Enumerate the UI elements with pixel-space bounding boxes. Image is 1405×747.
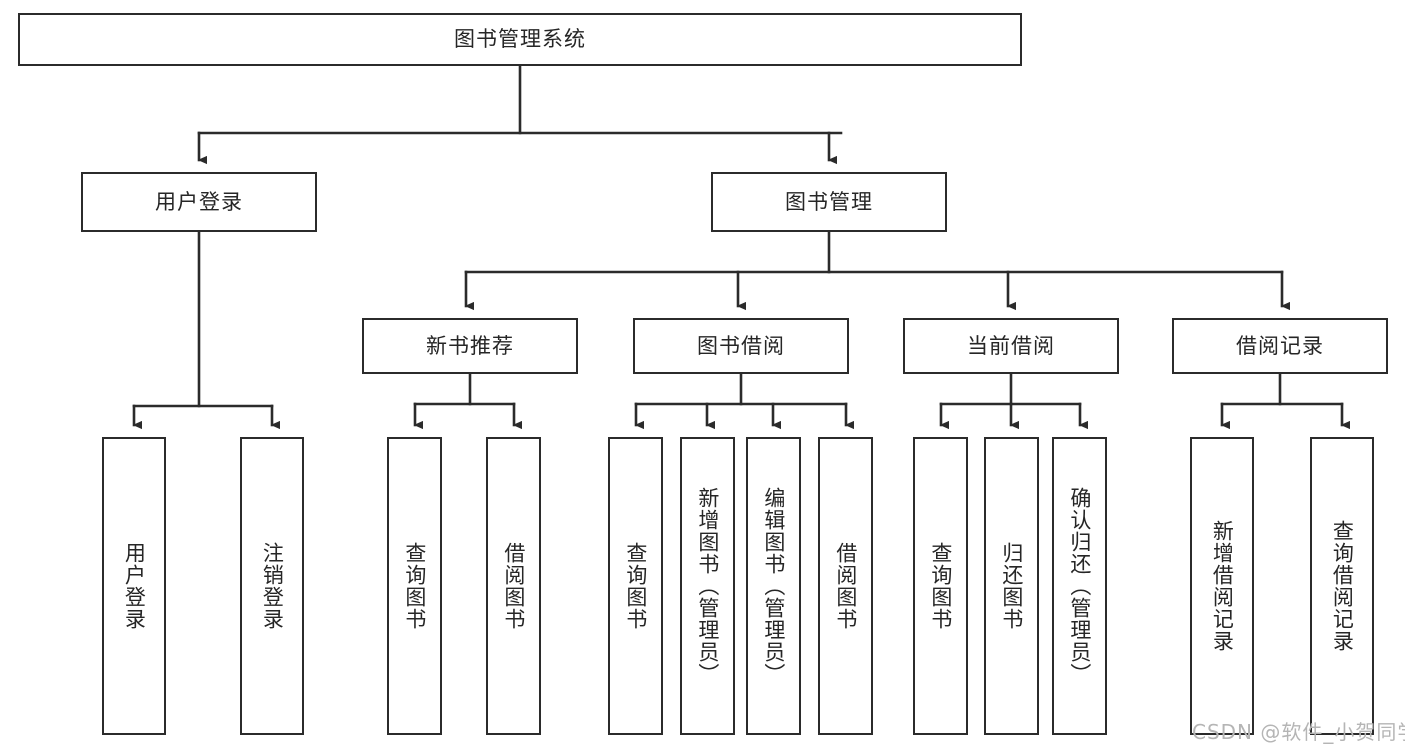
leaf-return-book[interactable]: 归还图书 xyxy=(984,437,1039,735)
node-current-borrow[interactable]: 当前借阅 xyxy=(903,318,1119,374)
leaf-confirm-return-label: 确认归还（管理员） xyxy=(1067,487,1092,685)
node-current-borrow-label: 当前借阅 xyxy=(967,333,1055,358)
leaf-add-record[interactable]: 新增借阅记录 xyxy=(1190,437,1254,735)
leaf-borrow-book-2-label: 借阅图书 xyxy=(833,542,858,630)
leaf-logout-label: 注销登录 xyxy=(260,542,285,630)
leaf-query-book-2-label: 查询图书 xyxy=(623,542,648,630)
node-borrow-record[interactable]: 借阅记录 xyxy=(1172,318,1388,374)
node-new-book-rec[interactable]: 新书推荐 xyxy=(362,318,578,374)
leaf-confirm-return[interactable]: 确认归还（管理员） xyxy=(1052,437,1107,735)
leaf-query-book-3[interactable]: 查询图书 xyxy=(913,437,968,735)
leaf-add-book[interactable]: 新增图书（管理员） xyxy=(680,437,735,735)
leaf-query-book-1-label: 查询图书 xyxy=(402,542,427,630)
node-root-label: 图书管理系统 xyxy=(454,27,586,51)
node-borrow-record-label: 借阅记录 xyxy=(1236,333,1324,358)
node-book-borrow-label: 图书借阅 xyxy=(697,333,785,358)
leaf-user-login-label: 用户登录 xyxy=(122,542,147,630)
leaf-query-book-2[interactable]: 查询图书 xyxy=(608,437,663,735)
node-new-book-rec-label: 新书推荐 xyxy=(426,333,514,358)
leaf-query-book-1[interactable]: 查询图书 xyxy=(387,437,442,735)
leaf-query-record[interactable]: 查询借阅记录 xyxy=(1310,437,1374,735)
node-book-manage-label: 图书管理 xyxy=(785,189,873,214)
leaf-user-login[interactable]: 用户登录 xyxy=(102,437,166,735)
leaf-query-record-label: 查询借阅记录 xyxy=(1330,520,1355,652)
leaf-borrow-book-2[interactable]: 借阅图书 xyxy=(818,437,873,735)
leaf-return-book-label: 归还图书 xyxy=(999,542,1024,630)
leaf-logout[interactable]: 注销登录 xyxy=(240,437,304,735)
node-book-borrow[interactable]: 图书借阅 xyxy=(633,318,849,374)
leaf-query-book-3-label: 查询图书 xyxy=(928,542,953,630)
node-book-manage[interactable]: 图书管理 xyxy=(711,172,947,232)
node-root[interactable]: 图书管理系统 xyxy=(18,13,1022,66)
leaf-add-book-label: 新增图书（管理员） xyxy=(695,487,720,685)
leaf-borrow-book-1[interactable]: 借阅图书 xyxy=(486,437,541,735)
leaf-edit-book[interactable]: 编辑图书（管理员） xyxy=(746,437,801,735)
node-user-login[interactable]: 用户登录 xyxy=(81,172,317,232)
leaf-borrow-book-1-label: 借阅图书 xyxy=(501,542,526,630)
leaf-edit-book-label: 编辑图书（管理员） xyxy=(761,487,786,685)
node-user-login-label: 用户登录 xyxy=(155,189,243,214)
leaf-add-record-label: 新增借阅记录 xyxy=(1210,520,1235,652)
